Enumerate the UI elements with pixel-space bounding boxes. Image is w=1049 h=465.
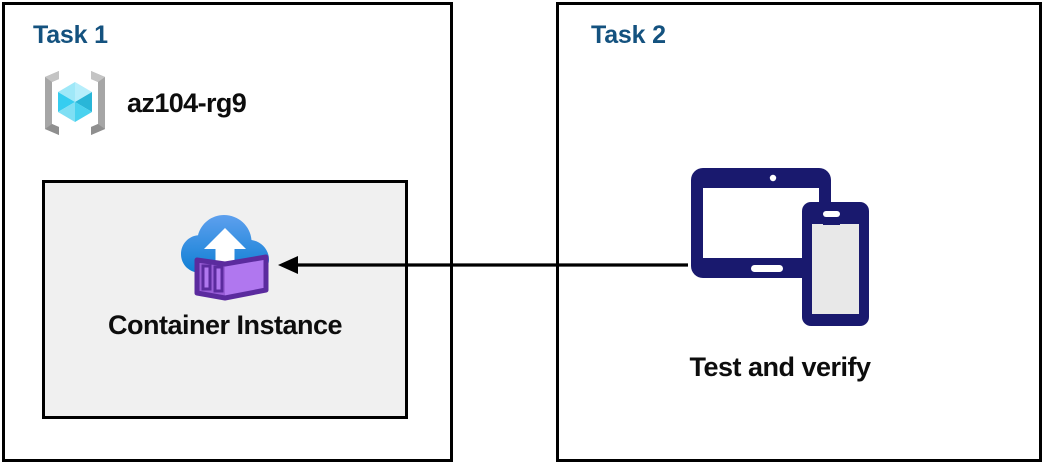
- container-instance-caption: Container Instance: [107, 310, 343, 340]
- container-instance-box: Container Instance: [42, 180, 408, 419]
- test-and-verify-caption: Test and verify: [689, 352, 871, 382]
- task-2-title: Task 2: [591, 21, 666, 49]
- resource-group-row: az104-rg9: [37, 65, 247, 141]
- azure-container-instance-icon: [173, 201, 277, 305]
- azure-resource-group-icon: [37, 65, 113, 141]
- task-1-title: Task 1: [33, 21, 108, 49]
- tablet-and-phone-icon: [689, 166, 871, 328]
- task-1-panel: Task 1: [2, 2, 453, 462]
- resource-group-label: az104-rg9: [127, 87, 247, 118]
